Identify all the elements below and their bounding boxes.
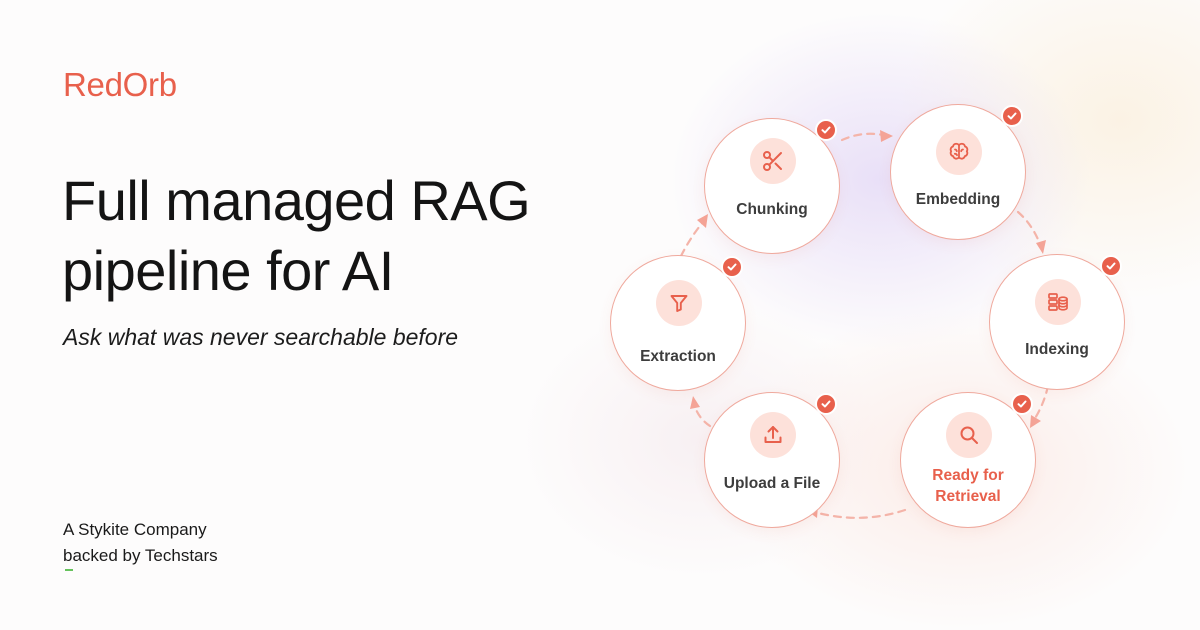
brain-icon [949,142,969,160]
footer-backer: backed by Techstars [63,543,218,571]
arrowhead-extraction [690,396,700,409]
arrowhead-embedding [880,130,893,142]
database-icon [1048,293,1068,311]
arrowhead-retrieval [1030,415,1041,428]
step-label: Ready for Retrieval [901,465,1035,507]
connector-indexing-retrieval [1032,384,1050,422]
step-label: Indexing [1025,341,1089,358]
step-extraction[interactable]: Extraction [610,255,746,391]
checkmark-icon [1007,112,1017,120]
checkmark-icon [727,263,737,271]
brand-logo: RedOrb [63,66,177,103]
icon-badge [946,412,992,458]
headline: Full managed RAG pipeline for AI [62,166,622,306]
step-label: Chunking [736,201,808,218]
check-badge [721,256,743,278]
check-badge [1001,105,1023,127]
step-indexing[interactable]: Indexing [989,254,1125,390]
footer-credit: A Stykite Company backed by Techstars [63,517,218,571]
connector-chunking-embedding [840,132,885,142]
checkmark-icon [1106,262,1116,270]
check-badge [1100,255,1122,277]
step-label: Extraction [640,348,716,365]
checkmark-icon [1017,400,1027,408]
search-icon [960,426,978,444]
step-label-line-1: Ready for [932,467,1004,484]
upload-icon [764,426,782,443]
icon-badge [750,412,796,458]
scissors-icon [763,151,782,171]
icon-badge [1035,279,1081,325]
arrowhead-chunking [697,214,708,228]
step-label: Embedding [915,191,1001,208]
icon-badge [656,280,702,326]
footer-company: A Stykite Company [63,520,207,539]
filter-icon [670,295,688,312]
connector-embedding-indexing [1016,210,1042,246]
headline-line-2: pipeline for AI [62,239,394,302]
cursor-mark [65,569,73,571]
connector-retrieval-upload [816,508,907,519]
connector-extraction-chunking [679,220,705,258]
check-badge [815,393,837,415]
headline-line-1: Full managed RAG [62,169,531,232]
checkmark-icon [821,400,831,408]
icon-badge [750,138,796,184]
checkmark-icon [821,126,831,134]
subtitle: Ask what was never searchable before [63,324,459,350]
check-badge [815,119,837,141]
step-label: Upload a File [723,475,821,492]
step-ready-for-retrieval[interactable]: Ready for Retrieval [900,392,1036,528]
footer-backer-text: backed by Techstars [63,546,218,565]
step-label-line-2: Retrieval [935,488,1001,505]
step-upload-a-file[interactable]: Upload a File [704,392,840,528]
icon-badge [936,129,982,175]
step-embedding[interactable]: Embedding [890,104,1026,240]
step-chunking[interactable]: Chunking [704,118,840,254]
check-badge [1011,393,1033,415]
arrowhead-indexing [1036,240,1046,254]
